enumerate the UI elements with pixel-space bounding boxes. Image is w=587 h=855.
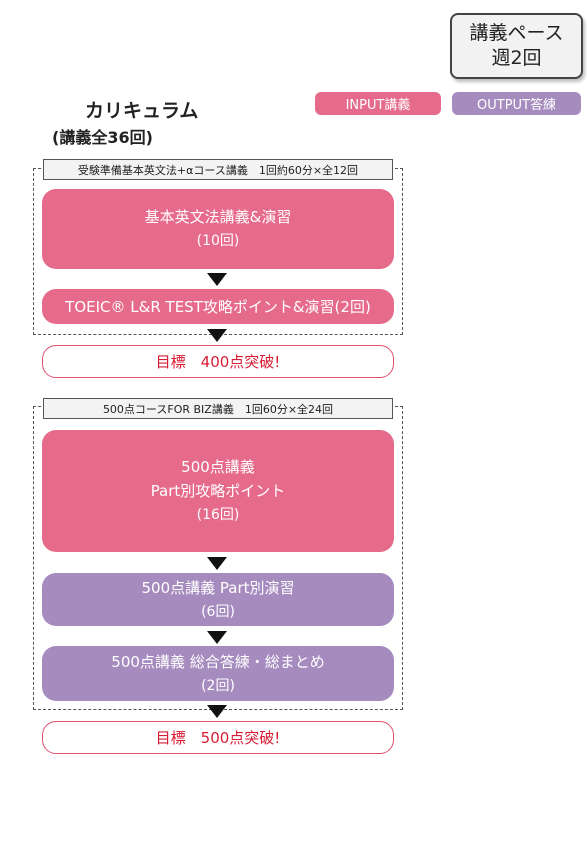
block-title: 基本英文法講義&演習 <box>144 208 292 226</box>
course2-block-part-practice: 500点講義 Part別演習 (6回) <box>42 573 394 626</box>
block-count: (6回) <box>201 603 235 620</box>
goal-500: 目標 500点突破! <box>42 721 394 754</box>
course1-block-grammar: 基本英文法講義&演習 (10回) <box>42 189 394 269</box>
lecture-pace-box: 講義ペース 週2回 <box>450 13 583 79</box>
block-title: 500点講義 <box>181 458 255 476</box>
legend-input: INPUT講義 <box>315 92 441 115</box>
block-count: (10回) <box>196 233 240 249</box>
goal-400: 目標 400点突破! <box>42 345 394 378</box>
flow-arrow-2 <box>207 329 227 342</box>
curriculum-subtitle: (講義全36回) <box>52 128 153 147</box>
block-title-line2: Part別攻略ポイント <box>150 482 286 500</box>
pace-value: 週2回 <box>491 47 542 69</box>
pace-label: 講義ペース <box>469 22 564 44</box>
course2-block-part-strategy: 500点講義 Part別攻略ポイント (16回) <box>42 430 394 552</box>
course2-block-final-review: 500点講義 総合答練・総まとめ (2回) <box>42 646 394 701</box>
block-count: (16回) <box>196 507 240 523</box>
block-title: 500点講義 Part別演習 <box>141 578 295 597</box>
course1-label: 受験準備基本英文法+αコース講義 1回約60分×全12回 <box>43 159 393 180</box>
course2-label: 500点コースFOR BIZ講義 1回60分×全24回 <box>43 398 393 419</box>
flow-arrow-4 <box>207 631 227 644</box>
block-title: 500点講義 総合答練・総まとめ <box>111 652 325 671</box>
flow-arrow-3 <box>207 557 227 570</box>
block-title: TOEIC® L&R TEST攻略ポイント&演習(2回) <box>65 297 371 316</box>
block-count: (2回) <box>201 677 235 694</box>
flow-arrow-5 <box>207 705 227 718</box>
legend-output: OUTPUT答練 <box>452 92 581 115</box>
curriculum-title: カリキュラム <box>85 100 199 122</box>
flow-arrow-1 <box>207 273 227 286</box>
course1-block-toeic: TOEIC® L&R TEST攻略ポイント&演習(2回) <box>42 289 394 324</box>
